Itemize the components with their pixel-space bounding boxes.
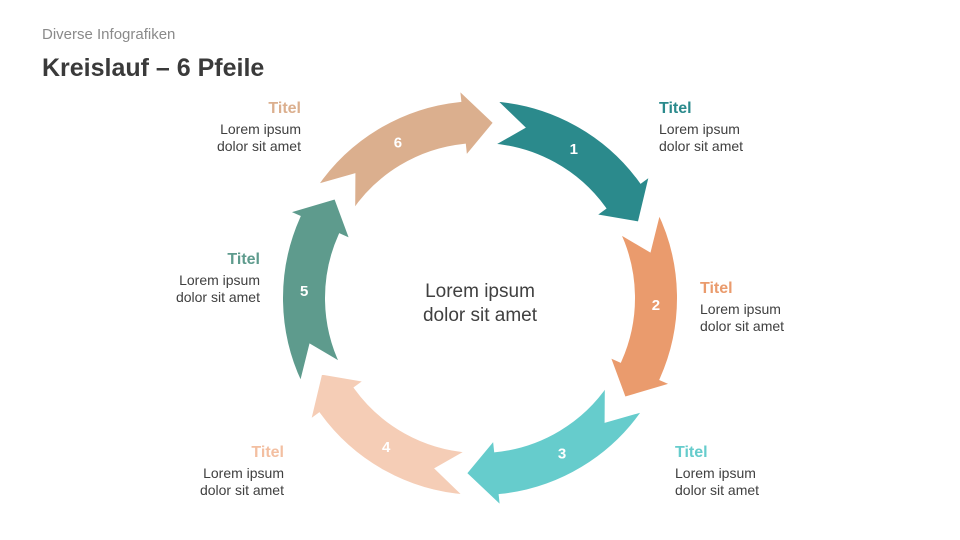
segment-3-label: Titel Lorem ipsum dolor sit amet [675, 444, 835, 499]
segment-2-title: Titel [700, 280, 733, 297]
cycle-arrow-2 [604, 204, 681, 402]
segment-4-text-line1: Lorem ipsum [203, 465, 284, 481]
cycle-arrow-1 [483, 97, 655, 226]
segment-1-title: Titel [659, 100, 692, 117]
segment-1-label: Titel Lorem ipsum dolor sit amet [659, 100, 819, 155]
segment-4-label: Titel Lorem ipsum dolor sit amet [124, 444, 284, 499]
slide-title: Kreislauf – 6 Pfeile [42, 54, 265, 82]
cycle-arrow-2-number: 2 [652, 297, 660, 314]
cycle-arrow-4 [305, 370, 477, 499]
segment-2-label: Titel Lorem ipsum dolor sit amet [700, 280, 860, 335]
center-text-line1: Lorem ipsum [425, 281, 535, 302]
segment-6-title: Titel [268, 100, 301, 117]
segment-4-title: Titel [251, 444, 284, 461]
segment-3-text-line1: Lorem ipsum [675, 465, 756, 481]
segment-4-text-line2: dolor sit amet [199, 482, 284, 498]
segment-2-text-line2: dolor sit amet [700, 318, 785, 334]
segment-3-text-line2: dolor sit amet [675, 482, 760, 498]
segment-6-text-line2: dolor sit amet [216, 138, 301, 154]
cycle-arrow-5-number: 5 [300, 283, 308, 300]
segment-5-title: Titel [227, 251, 260, 268]
cycle-arrow-5 [279, 194, 356, 392]
segment-1-text-line1: Lorem ipsum [659, 121, 740, 137]
segment-1-text-line2: dolor sit amet [659, 138, 744, 154]
segment-2-text-line1: Lorem ipsum [700, 301, 781, 317]
cycle-arrow-6-number: 6 [394, 134, 402, 151]
segment-5-text-line1: Lorem ipsum [179, 272, 260, 288]
cycle-arrow-6 [310, 81, 499, 220]
center-text: Lorem ipsum dolor sit amet [380, 280, 580, 328]
segment-6-label: Titel Lorem ipsum dolor sit amet [141, 100, 301, 155]
segment-5-label: Titel Lorem ipsum dolor sit amet [100, 251, 260, 306]
cycle-arrow-3 [461, 376, 650, 515]
segment-5-text-line2: dolor sit amet [175, 289, 260, 305]
segment-3-title: Titel [675, 444, 708, 461]
cycle-arrow-3-number: 3 [558, 446, 566, 463]
center-text-line2: dolor sit amet [422, 305, 538, 326]
segment-6-text-line1: Lorem ipsum [220, 121, 301, 137]
slide-subtitle: Diverse Infografiken [42, 26, 176, 43]
cycle-arrow-4-number: 4 [382, 439, 391, 456]
cycle-arrow-1-number: 1 [570, 141, 578, 158]
